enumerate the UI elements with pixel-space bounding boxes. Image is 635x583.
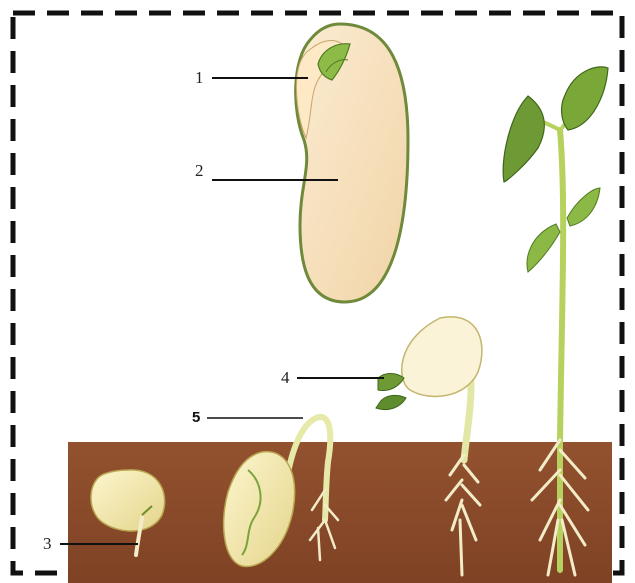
leaf-mid-left bbox=[527, 224, 560, 272]
label-4: 4 bbox=[281, 368, 384, 387]
label-1: 1 bbox=[195, 68, 308, 87]
leaf-top-right bbox=[562, 67, 608, 130]
label-5: 5 bbox=[192, 409, 303, 426]
first-leaves bbox=[378, 374, 404, 391]
svg-text:5: 5 bbox=[192, 409, 200, 426]
svg-text:2: 2 bbox=[195, 161, 204, 180]
leaf-top-left bbox=[503, 96, 544, 182]
svg-text:4: 4 bbox=[281, 368, 290, 387]
svg-text:3: 3 bbox=[43, 534, 52, 553]
svg-text:1: 1 bbox=[195, 68, 204, 87]
bean-cross-section bbox=[296, 24, 408, 302]
leaf-mid-right bbox=[567, 188, 600, 226]
